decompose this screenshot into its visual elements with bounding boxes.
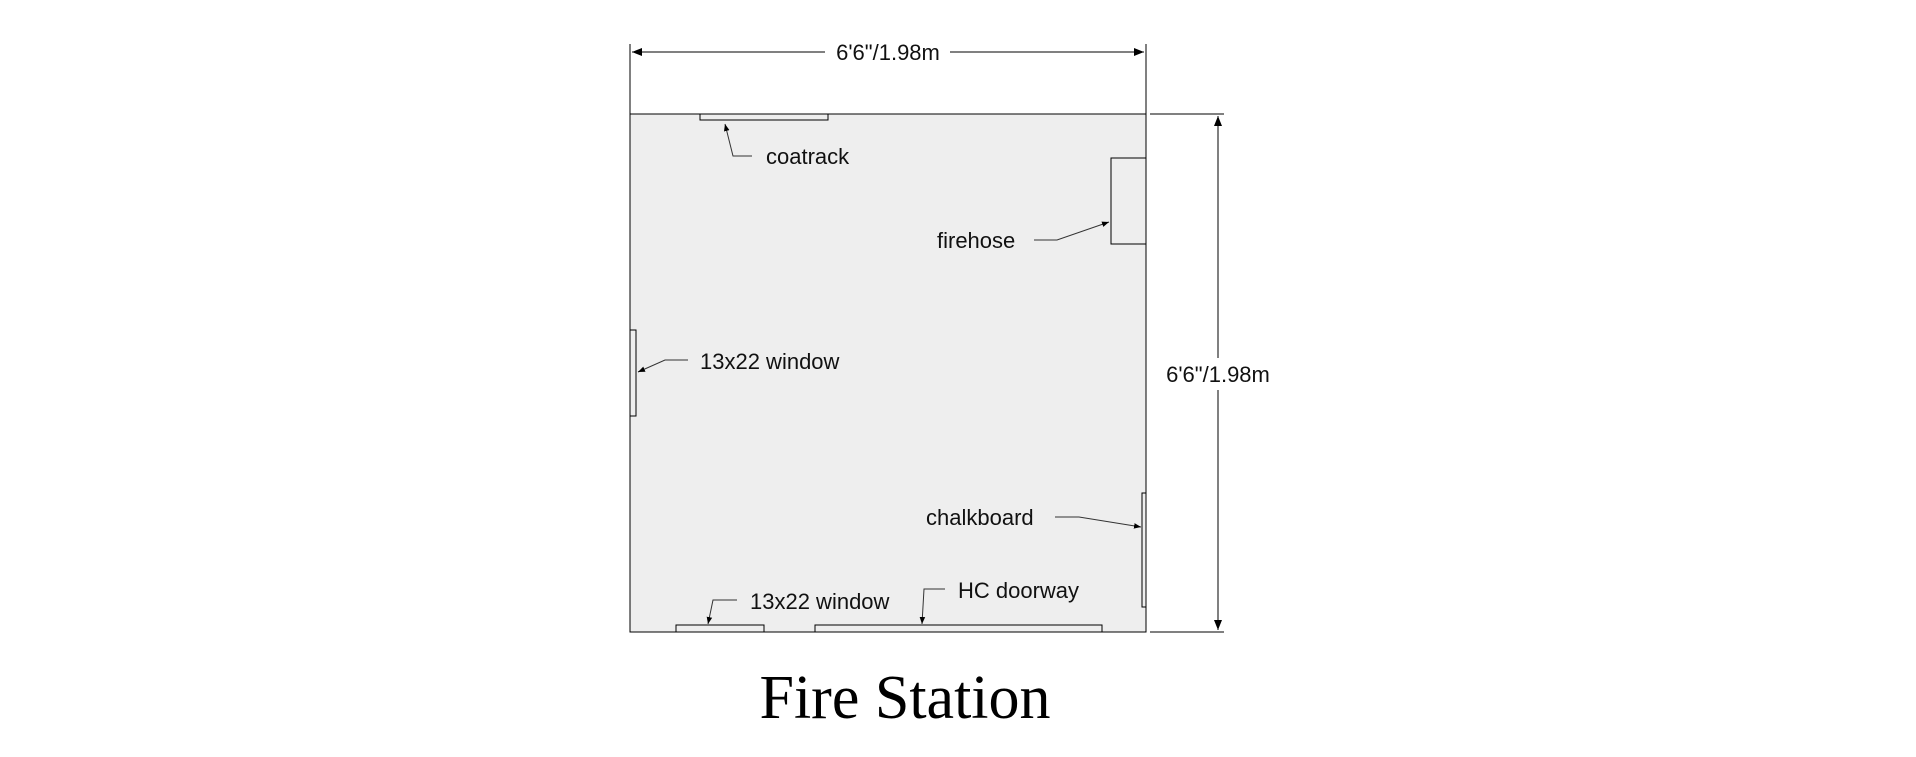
width-dimension-label: 6'6"/1.98m xyxy=(836,40,940,65)
window-left: 13x22 window xyxy=(629,329,840,417)
window-left-label: 13x22 window xyxy=(700,349,840,374)
window-bottom-leader xyxy=(706,599,737,625)
firehose-leader xyxy=(1034,221,1110,241)
height-label-background xyxy=(1158,358,1278,390)
firehose-label: firehose xyxy=(937,228,1015,253)
chalkboard: chalkboard xyxy=(926,492,1147,608)
height-dimension: 6'6"/1.98m xyxy=(1150,113,1278,633)
window-left-leader xyxy=(637,359,688,373)
chalkboard-shape xyxy=(1141,492,1147,608)
firehose-shape xyxy=(1110,157,1147,245)
coatrack-leader xyxy=(723,123,752,157)
coatrack-label: coatrack xyxy=(766,144,850,169)
window-bottom-label: 13x22 window xyxy=(750,589,890,614)
chalkboard-leader xyxy=(1055,516,1142,529)
window-bottom: 13x22 window xyxy=(675,589,890,633)
plan-title: Fire Station xyxy=(759,664,1050,732)
height-dimension-label: 6'6"/1.98m xyxy=(1166,362,1270,387)
window-bottom-shape xyxy=(675,624,765,633)
width-dimension: 6'6"/1.98m xyxy=(629,40,1147,114)
window-left-shape xyxy=(629,329,637,417)
hc-doorway: HC doorway xyxy=(814,578,1103,633)
coatrack-shape xyxy=(699,113,829,121)
doorway-leader xyxy=(919,588,945,625)
room-floor xyxy=(629,113,1147,633)
doorway-shape xyxy=(814,624,1103,633)
coatrack: coatrack xyxy=(699,113,850,169)
firehose: firehose xyxy=(937,157,1147,253)
chalkboard-label: chalkboard xyxy=(926,505,1034,530)
doorway-label: HC doorway xyxy=(958,578,1079,603)
